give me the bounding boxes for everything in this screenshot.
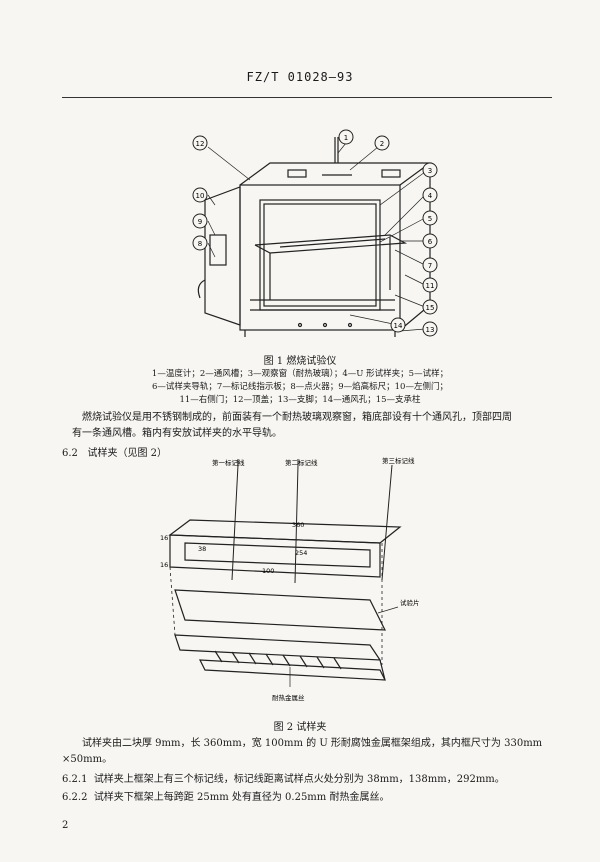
- figure2-caption: 图 2 试样夹: [273, 722, 327, 733]
- section-title: 试样夹（见图 2）: [87, 448, 167, 459]
- section-number: 6.2.1: [62, 774, 88, 785]
- callout-8: 8: [198, 240, 202, 248]
- section-6-2-2: 6.2.2 试样夹下框架上每跨距 25mm 处有直径为 0.25mm 耐热金属丝…: [62, 788, 389, 803]
- wire-label: 耐热金属丝: [272, 693, 305, 702]
- callout-1: 1: [344, 134, 348, 142]
- paragraph-2-line-1: 试样夹由二块厚 9mm，长 360mm，宽 100mm 的 U 形耐腐蚀金属框架…: [82, 738, 543, 749]
- dim-16b: 16: [160, 561, 168, 569]
- callout-3: 3: [428, 167, 432, 175]
- paragraph-1-line-2: 有一条通风槽。箱内有安放试样夹的水平导轨。: [72, 428, 282, 439]
- callout-4: 4: [428, 192, 433, 200]
- callout-14: 14: [394, 322, 403, 330]
- figure2-drawing: 第一标记线 第二标记线 第三标记线 试验片 耐热金属丝 360 254 100 …: [160, 456, 420, 702]
- paragraph-1-line-1: 燃烧试验仪是用不锈钢制成的，前面装有一个耐热玻璃观察窗，箱底部设有十个通风孔，顶…: [82, 412, 512, 423]
- section-6-2-1: 6.2.1 试样夹上框架上有三个标记线，标记线距离试样点火处分别为 38mm，1…: [62, 770, 505, 785]
- figure1-legend-2: 6—试样夹导轨；7—标记线指示板；8—点火器；9—焰高标尺；10—左侧门；: [152, 382, 448, 392]
- dim-100: 100: [262, 567, 274, 575]
- section-number: 6.2.2: [62, 792, 88, 803]
- standard-number: FZ/T 01028—93: [246, 70, 354, 84]
- figure1-drawing: 1 2 3 4 5 6 7 8 9 10 11 12 13 14 15: [192, 129, 438, 337]
- figure1-legend-3: 11—右侧门；12—顶盖；13—支脚；14—通风孔；15—支承柱: [179, 395, 421, 405]
- mark3-label: 第三标记线: [382, 456, 415, 465]
- mark1-label: 第一标记线: [212, 458, 245, 467]
- page-number: 2: [62, 820, 69, 831]
- specimen-label: 试验片: [400, 598, 420, 607]
- figure1-legend-1: 1—温度计；2—通风槽；3—观察窗（耐热玻璃）；4—U 形试样夹；5—试样；: [151, 369, 449, 379]
- dim-254: 254: [295, 549, 307, 557]
- callout-12: 12: [196, 140, 205, 148]
- section-number: 6.2: [62, 448, 78, 459]
- mark2-label: 第二标记线: [285, 458, 318, 467]
- callout-5: 5: [428, 215, 432, 223]
- figure1-caption: 图 1 燃烧试验仪: [263, 356, 337, 367]
- section-6-2-heading: 6.2 试样夹（见图 2）: [62, 444, 167, 459]
- header-rule: [62, 97, 552, 98]
- dim-360: 360: [292, 521, 304, 529]
- callout-10: 10: [196, 192, 205, 200]
- callout-15: 15: [426, 304, 435, 312]
- section-text: 试样夹下框架上每跨距 25mm 处有直径为 0.25mm 耐热金属丝。: [93, 792, 390, 803]
- section-text: 试样夹上框架上有三个标记线，标记线距离试样点火处分别为 38mm，138mm，2…: [93, 774, 505, 785]
- dim-38: 38: [198, 545, 206, 553]
- paragraph-2-line-2: ×50mm。: [62, 754, 113, 765]
- callout-11: 11: [426, 282, 435, 290]
- callout-13: 13: [426, 326, 435, 334]
- callout-7: 7: [428, 262, 432, 270]
- callout-6: 6: [428, 238, 433, 246]
- callout-9: 9: [198, 218, 202, 226]
- callout-2: 2: [380, 140, 384, 148]
- dim-16a: 16: [160, 534, 168, 542]
